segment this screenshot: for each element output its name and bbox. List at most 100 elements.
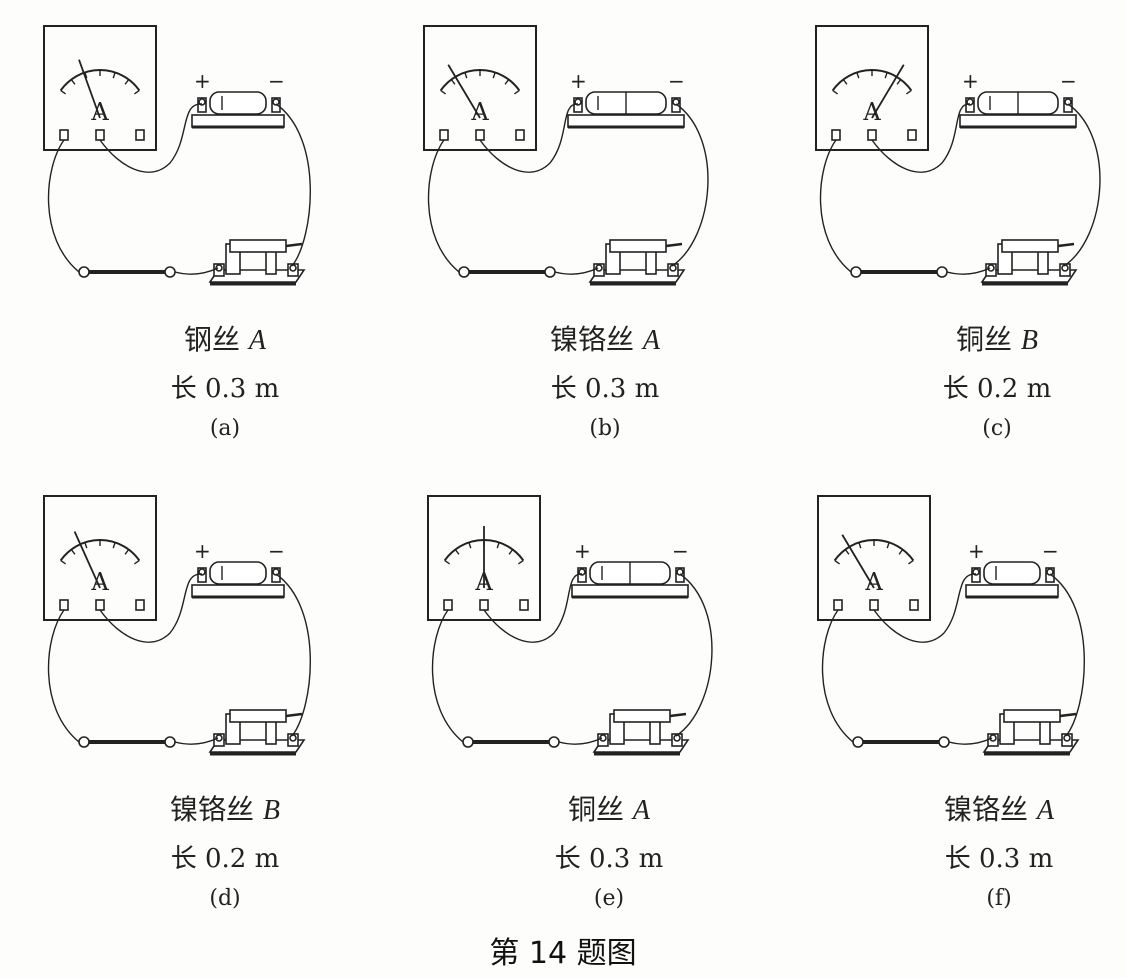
lead-ammeter-to-wire <box>427 139 460 273</box>
wire-post-left <box>462 736 474 748</box>
ammeter-terminal <box>867 129 877 141</box>
ammeter: A <box>817 495 931 621</box>
panel-label: (d) <box>209 886 241 911</box>
ammeter-needle <box>73 531 101 589</box>
scale-tick <box>504 79 510 85</box>
scale-tick <box>112 542 116 549</box>
switch-post <box>265 249 277 275</box>
lead-wire-to-switch <box>946 267 991 275</box>
terminal-screw <box>289 734 297 742</box>
panel-label: (c) <box>982 416 1012 441</box>
panel-label: (e) <box>593 886 625 911</box>
panel-label: (a) <box>209 416 241 441</box>
terminal-screw <box>989 734 997 742</box>
switch-handle <box>285 712 303 718</box>
battery-base <box>191 114 285 128</box>
scale-tick <box>898 549 904 555</box>
ammeter-terminal <box>515 129 525 141</box>
caption-material: 镍铬丝 B <box>40 788 410 828</box>
clip-screw <box>272 568 280 576</box>
switch-post <box>645 249 657 275</box>
wire-label: B <box>1020 325 1039 356</box>
clip-screw <box>1046 568 1054 576</box>
ammeter: A <box>43 25 157 151</box>
terminal-plus: + <box>962 69 979 93</box>
wire-post-left <box>78 266 90 278</box>
caption-material: 镍铬丝 A <box>420 318 790 358</box>
caption-length: 长 0.3 m <box>550 374 660 404</box>
ammeter-letter: A <box>474 568 493 596</box>
ammeter-letter: A <box>862 98 881 126</box>
switch-handle <box>1057 242 1075 248</box>
wire-post-right <box>548 736 560 748</box>
lead-ammeter-to-wire <box>819 139 852 273</box>
battery-cell <box>209 91 267 115</box>
scale-tick <box>856 72 860 79</box>
knife-switch <box>592 709 690 756</box>
battery-holder: +− <box>191 539 285 599</box>
ammeter-terminal <box>833 599 843 611</box>
ammeter: A <box>815 25 929 151</box>
ammeter-terminal <box>479 599 489 611</box>
scale-tick <box>508 549 514 555</box>
ammeter-terminal <box>135 599 145 611</box>
wire-label: B <box>262 795 281 826</box>
battery-base <box>191 584 285 598</box>
lead-ammeter-to-battery <box>483 573 583 643</box>
scale-tick <box>70 79 76 85</box>
ammeter-terminal <box>439 129 449 141</box>
switch-blade <box>229 709 287 723</box>
lead-wire-to-switch <box>558 737 603 745</box>
scale-tick <box>908 559 914 565</box>
switch-blade <box>613 709 671 723</box>
switch-post <box>1039 719 1051 745</box>
ammeter-needle <box>871 64 905 119</box>
scale-tick <box>450 79 456 85</box>
ammeter-terminal <box>443 599 453 611</box>
battery-holder: +− <box>571 539 689 599</box>
terminal-minus: − <box>672 539 689 563</box>
caption-length: 长 0.3 m <box>554 844 664 874</box>
scale-tick <box>496 542 500 549</box>
lead-battery-to-switch <box>1063 103 1101 267</box>
material-name: 铜丝 <box>567 793 624 826</box>
battery-holder: +− <box>959 69 1077 129</box>
battery-holder: +− <box>965 539 1059 599</box>
ammeter-needle <box>447 64 481 119</box>
lead-ammeter-to-battery <box>99 573 203 643</box>
switch-handle <box>669 712 687 718</box>
terminal-minus: − <box>1042 539 1059 563</box>
scale-tick <box>842 79 848 85</box>
circuit-panel: A +− 铜丝 A 长 0.3 m (e) <box>424 488 794 928</box>
lead-ammeter-to-wire <box>47 139 80 273</box>
knife-switch <box>980 239 1078 286</box>
switch-post <box>265 719 277 745</box>
caption-material: 铜丝 B <box>812 318 1126 358</box>
caption-length: 长 0.3 m <box>944 844 1054 874</box>
ammeter-scale <box>439 69 521 92</box>
scale-tick <box>858 542 862 549</box>
wire-post-left <box>852 736 864 748</box>
ammeter: A <box>423 25 537 151</box>
panel-label: (b) <box>589 416 621 441</box>
scale-tick <box>134 559 140 565</box>
ammeter-terminal <box>95 599 105 611</box>
scale-tick <box>492 72 496 79</box>
ammeter-letter: A <box>90 98 109 126</box>
clip-screw <box>672 98 680 106</box>
scale-tick <box>518 559 524 565</box>
lead-wire-to-switch <box>554 267 599 275</box>
lead-battery-to-switch <box>675 573 713 737</box>
wire-label: A <box>632 795 651 826</box>
clip-screw <box>272 98 280 106</box>
ammeter-terminal <box>907 129 917 141</box>
ammeter-needle <box>78 59 101 119</box>
scale-tick <box>844 549 850 555</box>
scale-tick <box>896 79 902 85</box>
switch-post <box>1037 249 1049 275</box>
wire-post-right <box>544 266 556 278</box>
clip-screw <box>1064 98 1072 106</box>
